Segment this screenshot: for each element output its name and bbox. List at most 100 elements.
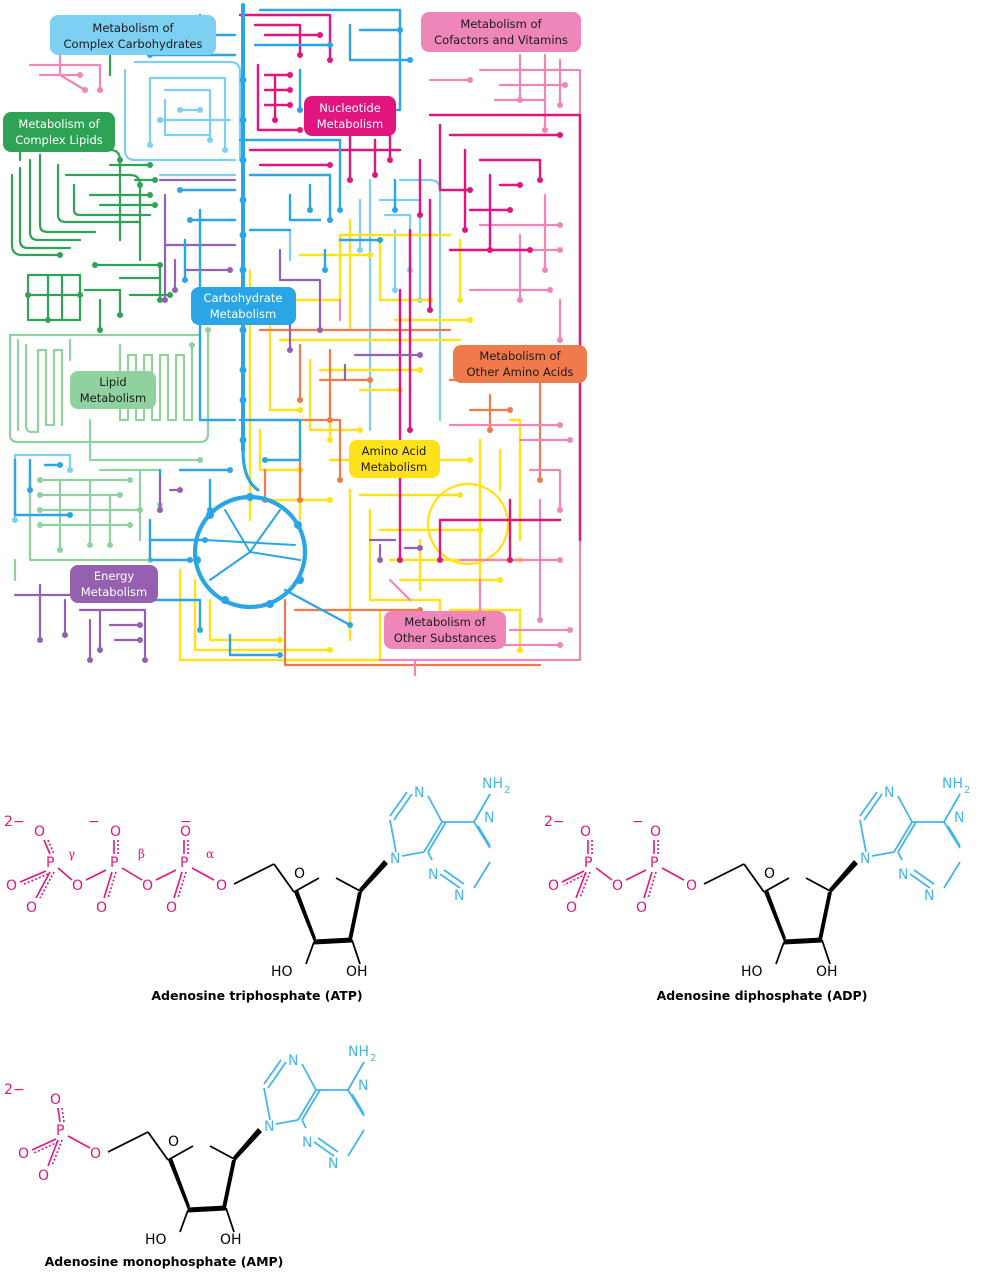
amp-amino-group: NH 2 [348,1044,376,1064]
svg-text:Metabolism of: Metabolism of [479,349,561,363]
atp-minus-beta: − [88,814,100,830]
svg-text:HO: HO [145,1232,167,1248]
svg-text:O: O [686,878,697,894]
svg-text:O: O [38,1168,49,1184]
lipid-nodes [37,327,211,563]
label-other-amino-acids: Metabolism of Other Amino Acids [453,345,587,383]
svg-text:Other Substances: Other Substances [394,631,496,645]
cofactor-nodes [77,72,573,648]
svg-text:Complex Lipids: Complex Lipids [15,133,103,147]
svg-text:N: N [954,810,964,826]
label-nucleotide: Nucleotide Metabolism [304,96,396,136]
svg-text:Metabolism: Metabolism [81,585,147,599]
svg-text:O: O [96,900,107,916]
svg-text:O: O [166,900,177,916]
svg-text:N: N [860,851,870,867]
nucleotide-nodes [272,32,563,563]
svg-text:HO: HO [271,964,293,980]
atp-minus-alpha: − [180,814,192,830]
svg-text:N: N [884,785,894,801]
svg-text:Metabolism of: Metabolism of [460,17,542,31]
label-complex-lipids: Metabolism of Complex Lipids [3,112,115,152]
atp-structure: 2− − − O P O O O γ O P O O [4,776,510,1003]
atp-amino-group: NH 2 [482,776,510,796]
svg-text:P: P [56,1123,64,1139]
svg-text:Cofactors and Vitamins: Cofactors and Vitamins [434,33,568,47]
other-amino-acid-nodes [262,377,543,613]
svg-text:O: O [180,824,191,840]
svg-text:2: 2 [504,785,510,796]
svg-text:N: N [924,888,934,904]
svg-text:Complex Carbohydrates: Complex Carbohydrates [64,37,203,51]
complex-carbohydrate-pathways [13,60,442,522]
amp-charge: 2− [4,1082,25,1098]
svg-text:O: O [90,1146,101,1162]
amp-nucleoside: O HO OH N N N N N NH 2 [108,1044,376,1248]
svg-text:O: O [216,878,227,894]
adp-amino-group: NH 2 [942,776,970,796]
adp-structure: 2− − O P O O O O P O O [544,776,970,1003]
svg-text:N: N [414,785,424,801]
svg-text:Metabolism of: Metabolism of [18,117,100,131]
svg-text:Metabolism: Metabolism [80,391,146,405]
lipid-pathways [8,328,210,582]
svg-text:OH: OH [220,1232,242,1248]
svg-text:O: O [650,824,661,840]
svg-text:N: N [454,888,464,904]
svg-text:N: N [288,1053,298,1069]
svg-text:N: N [264,1119,274,1135]
svg-text:O: O [636,900,647,916]
svg-text:Nucleotide: Nucleotide [319,101,381,115]
svg-text:N: N [328,1156,338,1172]
svg-text:N: N [302,1135,312,1151]
beta-label: β [138,847,145,861]
amino-acid-pathways [178,218,522,662]
svg-text:P: P [46,855,54,871]
svg-text:OH: OH [346,964,368,980]
atp-caption: Adenosine triphosphate (ATP) [151,988,362,1003]
svg-text:O: O [34,824,45,840]
adp-nucleoside: O HO OH N N N N N NH 2 [704,776,970,980]
svg-text:O: O [72,878,83,894]
svg-text:N: N [898,867,908,883]
metabolic-pathway-map: Metabolism of Complex Carbohydrates Meta… [3,3,587,677]
svg-text:O: O [548,878,559,894]
svg-text:O: O [580,824,591,840]
atp-phosphate-alpha: O P O O α [155,824,227,916]
label-carbohydrate: Carbohydrate Metabolism [191,287,296,325]
svg-text:P: P [650,855,658,871]
atp-phosphate-gamma: O P O O O γ [6,824,83,916]
svg-text:O: O [26,900,37,916]
label-amino-acid: Amino Acid Metabolism [349,440,440,478]
svg-text:P: P [584,855,592,871]
carbohydrate-nodes [27,27,413,658]
amp-phosphate-alpha: O P O O O [18,1092,101,1184]
svg-text:Amino Acid: Amino Acid [362,444,427,458]
svg-text:O: O [168,1134,179,1150]
adp-caption: Adenosine diphosphate (ADP) [657,988,868,1003]
complex-lipid-pathways [10,53,172,332]
nucleotide-pathways [238,13,582,562]
amp-caption: Adenosine monophosphate (AMP) [45,1254,284,1269]
energy-pathways [13,178,422,662]
svg-text:OH: OH [816,964,838,980]
svg-text:Energy: Energy [94,569,134,583]
svg-text:O: O [6,878,17,894]
label-other-substances: Metabolism of Other Substances [384,611,506,649]
svg-text:Lipid: Lipid [99,375,126,389]
svg-text:N: N [484,810,494,826]
svg-text:O: O [294,866,305,882]
svg-text:NH: NH [348,1044,369,1060]
svg-text:Metabolism of: Metabolism of [404,615,486,629]
adp-phosphate-alpha: O P O O [625,824,697,916]
svg-text:O: O [764,866,775,882]
atp-nucleoside: O HO OH N N N N N NH 2 [234,776,510,980]
svg-text:Metabolism: Metabolism [361,460,427,474]
svg-text:O: O [566,900,577,916]
map-labels: Metabolism of Complex Carbohydrates Meta… [3,12,587,649]
svg-text:Metabolism: Metabolism [317,117,383,131]
svg-text:2: 2 [964,785,970,796]
svg-text:O: O [18,1146,29,1162]
adp-minus: − [632,814,644,830]
energy-nodes [37,267,423,663]
